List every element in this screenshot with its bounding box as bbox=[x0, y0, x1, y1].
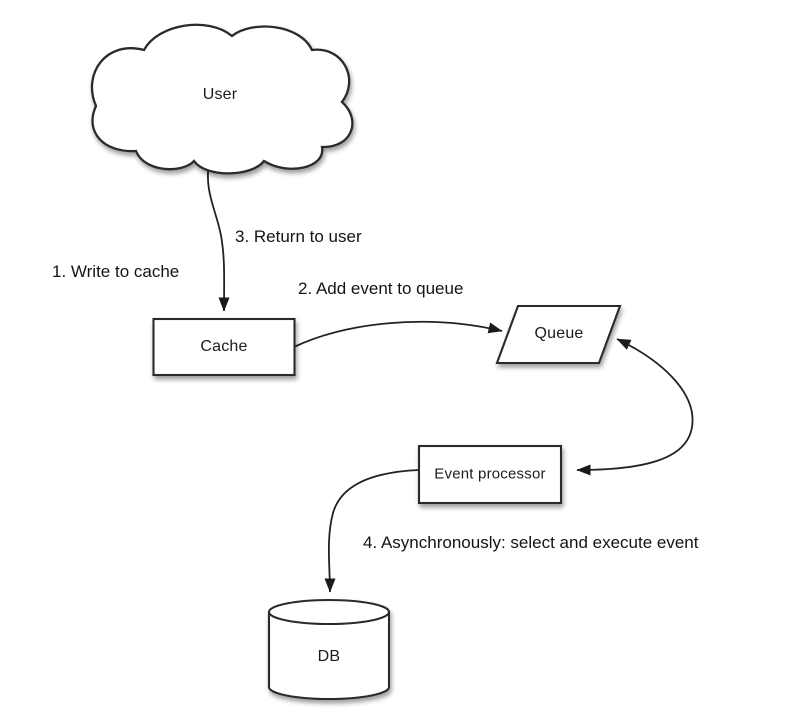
step-4-label: 4. Asynchronously: select and execute ev… bbox=[363, 533, 699, 552]
db-cylinder-top bbox=[267, 598, 391, 626]
cache-box bbox=[152, 317, 296, 377]
step-2-label: 2. Add event to queue bbox=[298, 279, 464, 298]
step-1-label: 1. Write to cache bbox=[52, 262, 180, 281]
user-node-label: User bbox=[202, 86, 238, 103]
arrow-user-to-cache bbox=[206, 157, 230, 312]
user-cloud-shape bbox=[90, 23, 354, 175]
connectors bbox=[206, 157, 694, 593]
shapes bbox=[90, 23, 622, 701]
arrow-queue-event-processor bbox=[576, 338, 694, 476]
db-node-label: DB bbox=[317, 648, 341, 665]
step-3-label: 3. Return to user bbox=[235, 227, 362, 246]
event-processor-box bbox=[417, 444, 563, 505]
cache-node-label: Cache bbox=[200, 338, 248, 355]
arrow-cache-to-queue bbox=[293, 320, 503, 348]
queue-parallelogram bbox=[495, 304, 622, 365]
queue-node-label: Queue bbox=[534, 325, 584, 342]
db-cylinder bbox=[267, 598, 391, 701]
arrow-event-processor-to-db bbox=[324, 469, 420, 593]
db-cylinder-body bbox=[267, 610, 391, 701]
event-processor-node-label: Event processor bbox=[434, 465, 546, 483]
